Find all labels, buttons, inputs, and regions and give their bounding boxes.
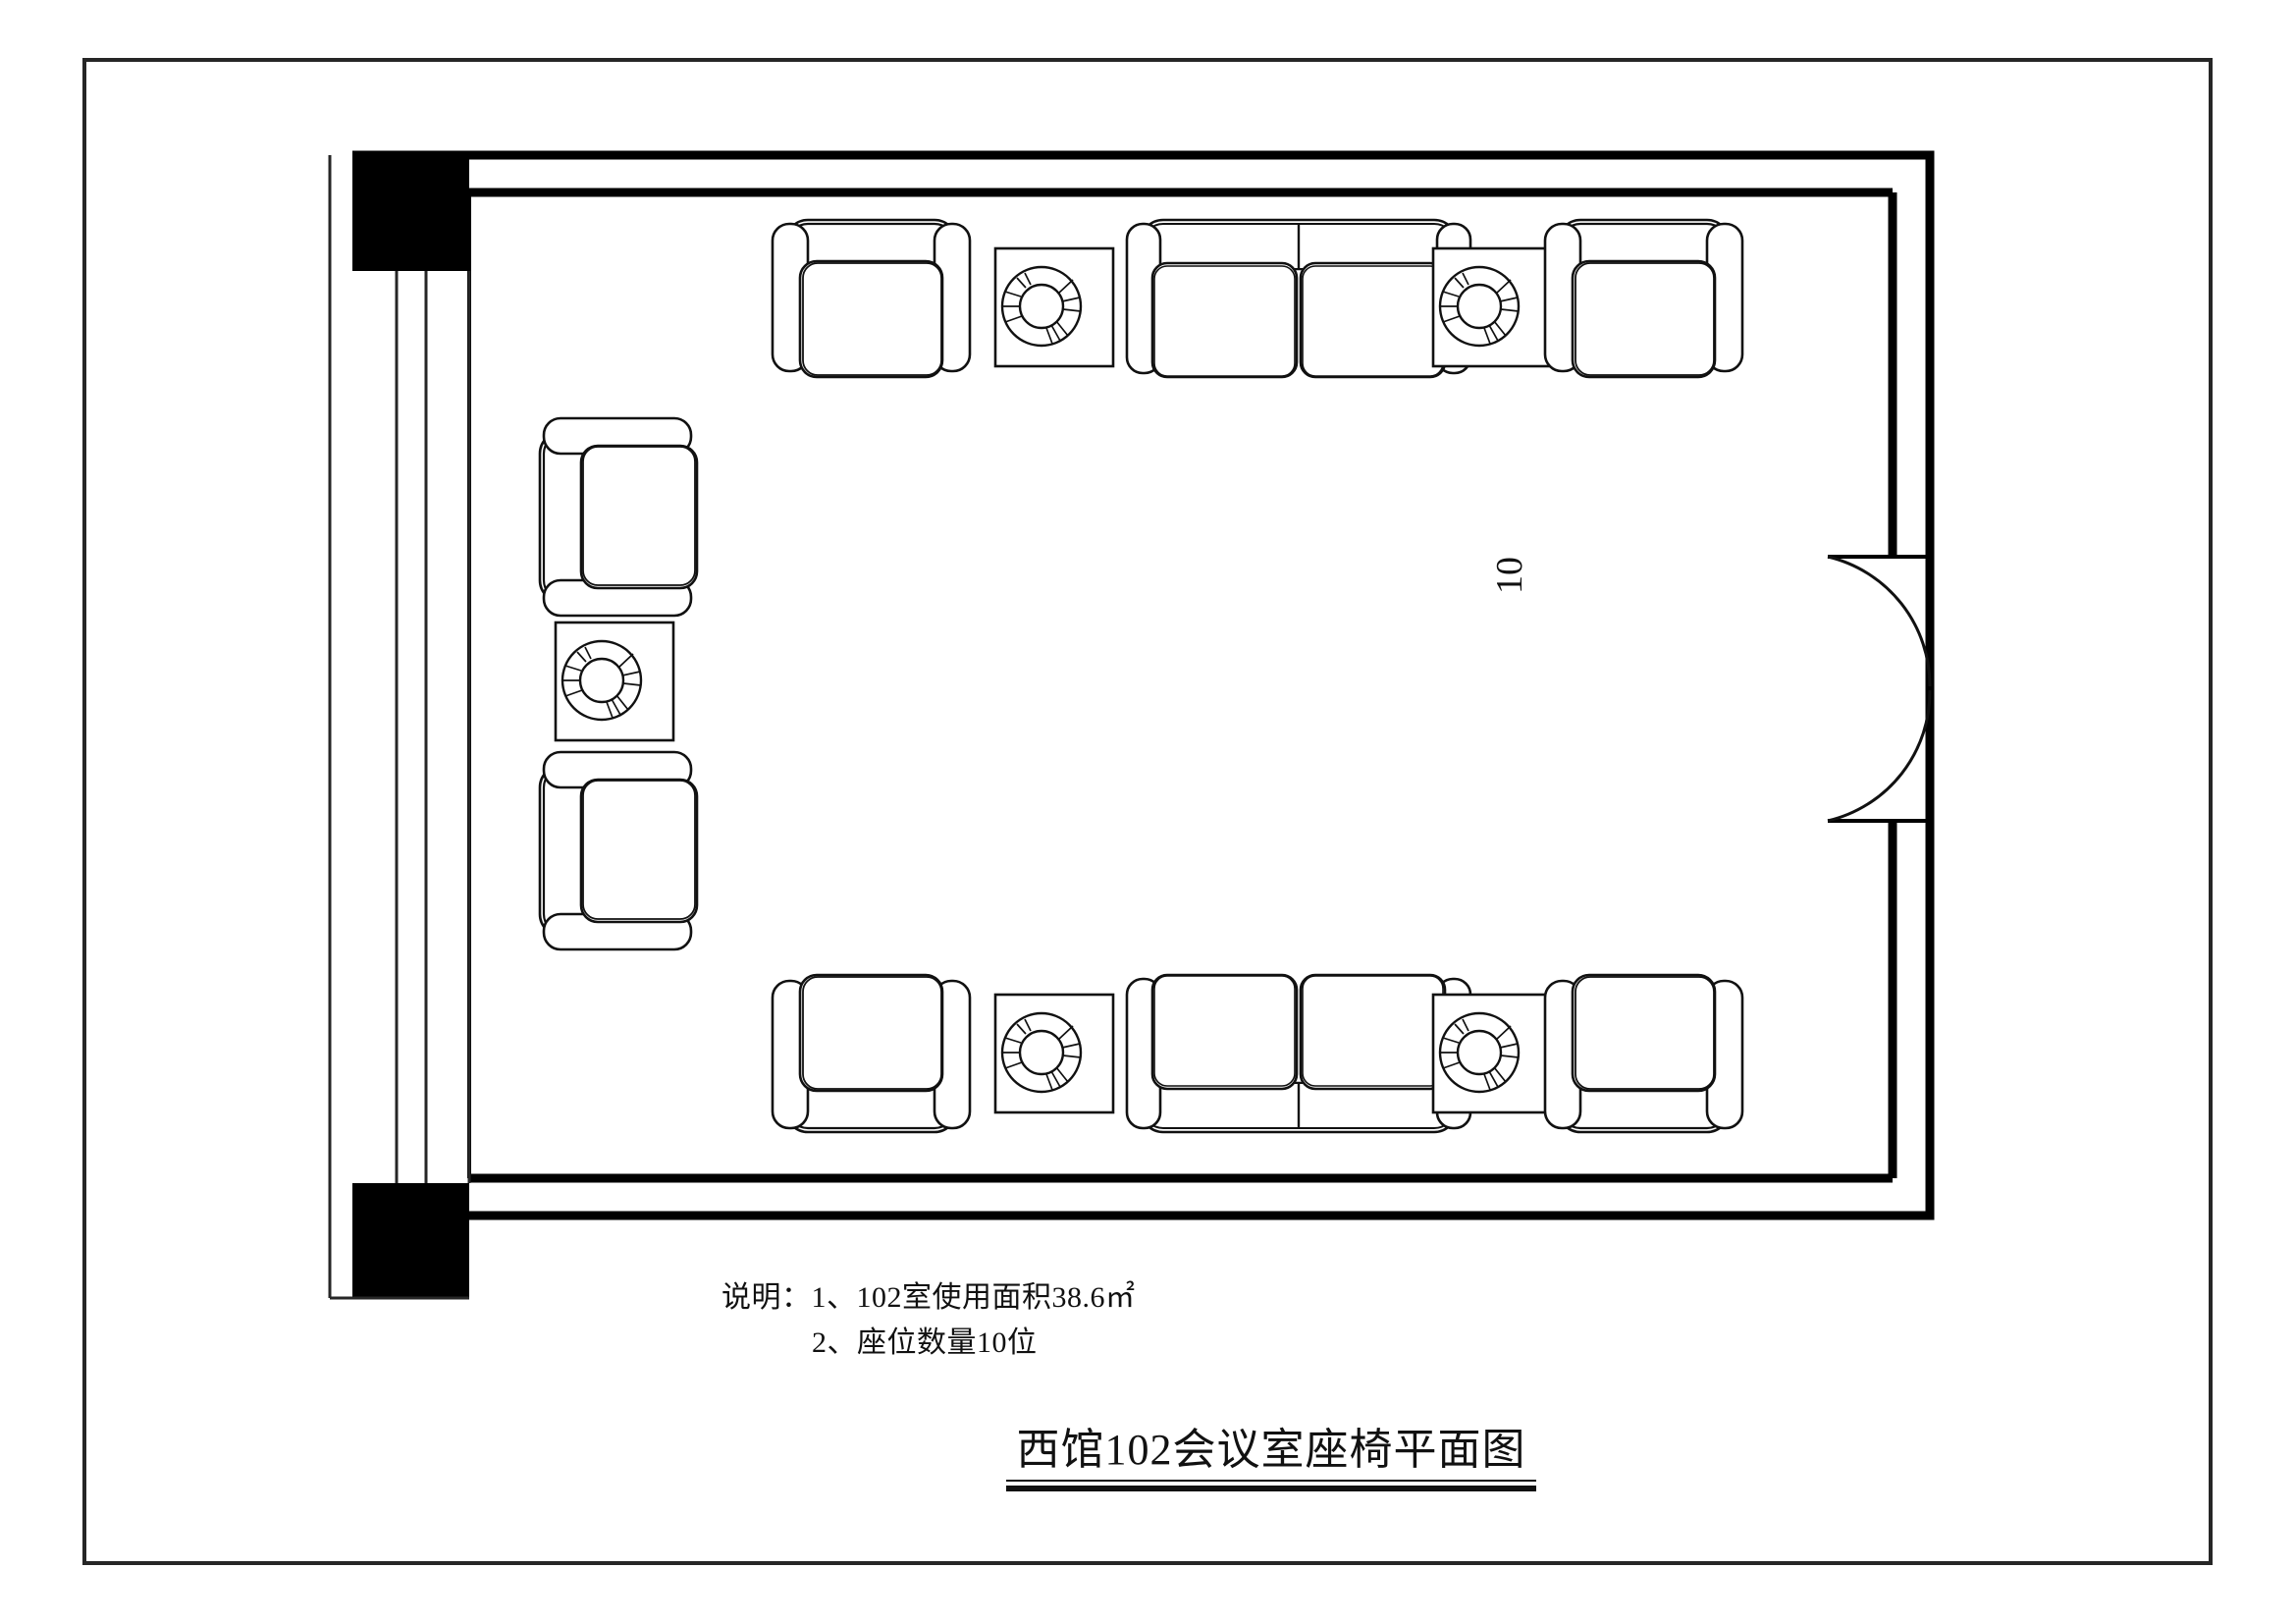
notes-block: 说明：1、102室使用面积38.6㎡ 2、座位数量10位 — [721, 1275, 1136, 1365]
west-seating-row — [540, 418, 697, 949]
side-table-w1[interactable] — [554, 621, 675, 742]
room-number-tag: 10 — [1489, 557, 1530, 594]
page-title: 西馆102会议室座椅平面图 — [1016, 1426, 1526, 1474]
armchair-w1[interactable] — [540, 418, 697, 616]
armchair-s1[interactable] — [773, 975, 970, 1132]
title-rule-thin — [1006, 1480, 1536, 1483]
side-table-s1[interactable] — [993, 993, 1115, 1114]
drawing-title-block: 西馆102会议室座椅平面图 — [1006, 1426, 1536, 1492]
armchair-w2[interactable] — [540, 752, 697, 949]
armchair-n2[interactable] — [1543, 218, 1744, 379]
side-table-n1[interactable] — [993, 246, 1115, 368]
note-line-2: 2、座位数量10位 — [812, 1325, 1038, 1359]
column-southwest — [352, 1183, 469, 1299]
two-seat-sofa-north[interactable] — [1125, 218, 1472, 379]
armchair-n1[interactable] — [771, 218, 972, 379]
north-seating-row — [771, 218, 1744, 379]
armchair-s2[interactable] — [1545, 975, 1742, 1132]
south-seating-row — [773, 975, 1742, 1132]
door-jambs — [1828, 555, 1930, 823]
west-corridor-lines — [328, 155, 471, 1300]
title-rule-thick — [1006, 1486, 1536, 1492]
two-seat-sofa-south[interactable] — [1127, 975, 1470, 1132]
side-table-n2[interactable] — [1431, 246, 1553, 368]
note-line-1: 说明：1、102室使用面积38.6㎡ — [721, 1281, 1136, 1314]
side-table-s2[interactable] — [1431, 993, 1553, 1114]
sheet-border — [82, 58, 2213, 1565]
double-swing-door[interactable] — [1827, 555, 1932, 823]
column-northwest — [352, 155, 469, 271]
